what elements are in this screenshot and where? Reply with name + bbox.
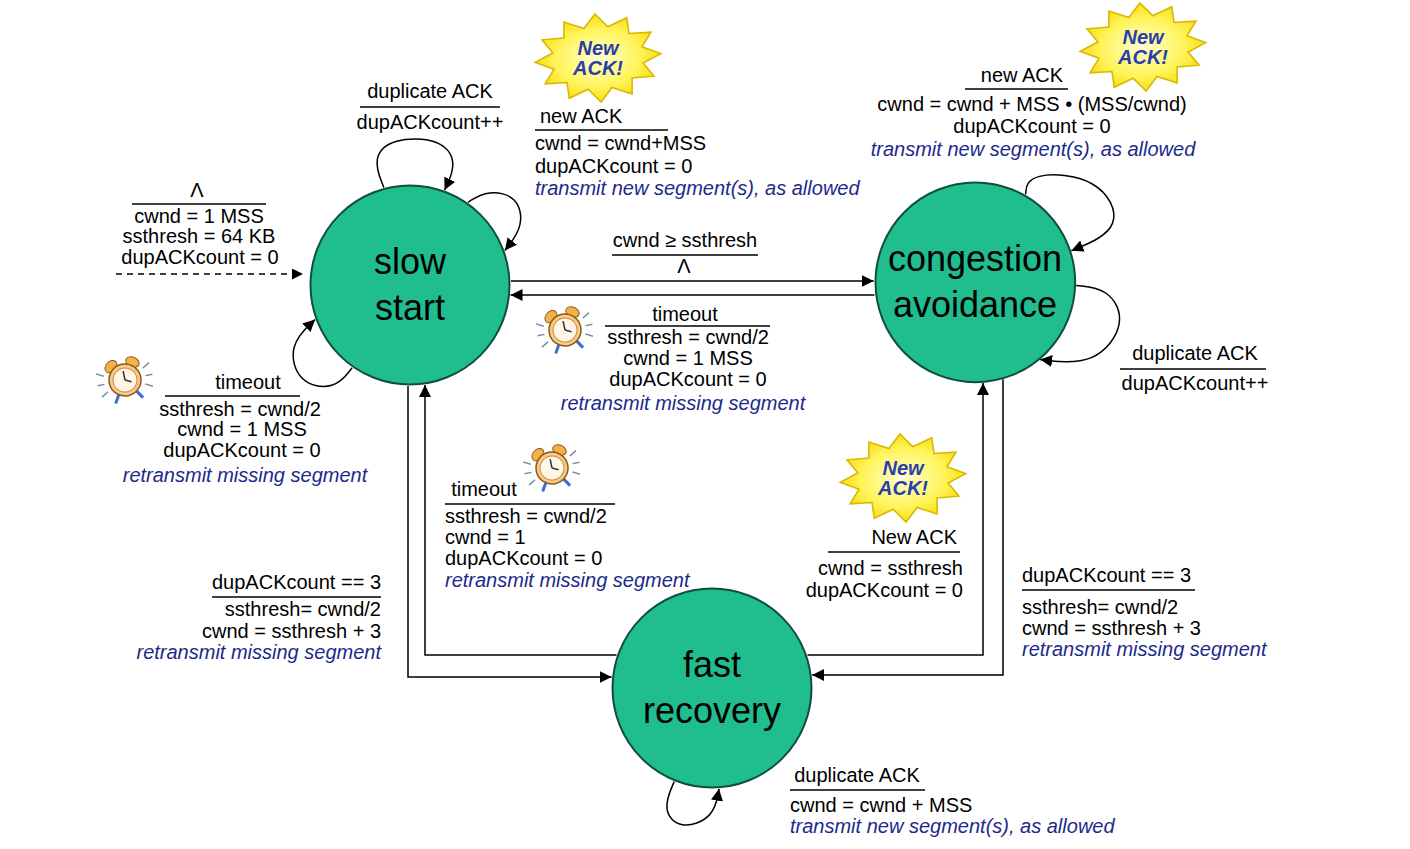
action-text: cwnd = cwnd + MSS — [790, 795, 972, 816]
action-note: retransmit missing segment — [136, 642, 381, 663]
transition-event: duplicate ACK — [367, 81, 493, 102]
starburst — [837, 430, 969, 527]
action-text: dupACKcount = 0 — [121, 247, 278, 268]
label-bars — [132, 89, 1266, 790]
circle-outline — [309, 184, 511, 386]
action-text: cwnd = ssthresh + 3 — [1022, 618, 1201, 639]
initial-arrow — [116, 273, 303, 274]
action-text: cwnd = 1 — [445, 527, 526, 548]
action-text: dupACKcount = 0 — [535, 156, 692, 177]
label-bar — [165, 395, 300, 396]
label-bar — [965, 88, 1068, 89]
transition-arrow — [807, 383, 983, 655]
circle-shape — [311, 186, 510, 385]
action-text: ssthresh = cwnd/2 — [607, 327, 769, 348]
label-bar — [132, 203, 266, 204]
state-name: congestion avoidance — [882, 236, 1068, 328]
action-text: cwnd = 1 MSS — [623, 348, 753, 369]
starburst-text: New ACK! — [570, 38, 626, 78]
circle-shape — [613, 589, 812, 788]
action-note: transmit new segment(s), as allowed — [535, 178, 860, 199]
connectors — [293, 139, 1119, 825]
label-bar — [790, 789, 925, 790]
transition-event: dupACKcount == 3 — [212, 572, 381, 593]
label-bar — [535, 129, 668, 130]
state-circle: congestion avoidance — [874, 181, 1077, 384]
label-bar — [828, 551, 960, 552]
transition-arrow — [511, 280, 874, 282]
transition-event: New ACK — [871, 527, 957, 548]
transition-event: new ACK — [540, 106, 622, 127]
action-text: cwnd = ssthresh — [818, 558, 963, 579]
alarm-clock — [520, 439, 584, 495]
action-text: dupACKcount = 0 — [806, 580, 963, 601]
action-text: cwnd = ssthresh + 3 — [202, 621, 381, 642]
action-text: ssthresh = cwnd/2 — [445, 506, 607, 527]
action-text: cwnd = 1 MSS — [134, 206, 264, 227]
action-note: retransmit missing segment — [445, 570, 690, 591]
action-text: Λ — [677, 256, 690, 277]
circle-shape — [875, 182, 1075, 382]
action-text: dupACKcount++ — [1122, 373, 1269, 394]
label-bar — [212, 596, 381, 597]
action-text: ssthresh = cwnd/2 — [159, 399, 321, 420]
action-text: dupACKcount = 0 — [953, 116, 1110, 137]
state-name: slow start — [345, 239, 475, 331]
action-text: ssthresh = 64 KB — [123, 226, 276, 247]
label-bar — [360, 106, 500, 107]
action-text: dupACKcount = 0 — [609, 369, 766, 390]
alarm-clock — [93, 351, 157, 407]
circle-outline — [874, 181, 1077, 384]
transition-event: cwnd ≥ ssthresh — [613, 230, 757, 251]
starburst-text: New ACK! — [1115, 27, 1171, 67]
action-text: cwnd = cwnd + MSS • (MSS/cwnd) — [877, 94, 1186, 115]
transition-event: duplicate ACK — [794, 765, 920, 786]
circle-outline — [611, 587, 813, 789]
transition-event: timeout — [215, 372, 281, 393]
transition-event: duplicate ACK — [1132, 343, 1258, 364]
action-text: ssthresh= cwnd/2 — [225, 599, 381, 620]
starburst — [1077, 0, 1209, 95]
transition-arrow — [377, 139, 453, 190]
action-text: cwnd = cwnd+MSS — [535, 133, 706, 154]
action-note: transmit new segment(s), as allowed — [871, 139, 1196, 160]
action-note: transmit new segment(s), as allowed — [790, 816, 1115, 837]
state-name: fast recovery — [617, 642, 807, 734]
transition-event: timeout — [652, 304, 718, 325]
transition-arrow — [425, 385, 617, 655]
action-note: retransmit missing segment — [561, 393, 806, 414]
transition-arrow — [511, 294, 875, 296]
state-circle: fast recovery — [611, 587, 813, 789]
transition-event: new ACK — [981, 65, 1063, 86]
label-bar — [445, 503, 615, 504]
starburst — [532, 10, 664, 107]
starburst-text: New ACK! — [875, 458, 931, 498]
transition-arrow — [812, 379, 1003, 675]
transition-event: dupACKcount == 3 — [1022, 565, 1191, 586]
state-text-box: slow start — [345, 239, 475, 331]
state-text-box: fast recovery — [617, 642, 807, 734]
transition-arrow — [408, 386, 612, 677]
action-note: retransmit missing segment — [1022, 639, 1267, 660]
alarm-clock — [533, 301, 597, 357]
state-circle: slow start — [309, 184, 511, 386]
label-bar — [1022, 589, 1195, 590]
state-text-box: congestion avoidance — [882, 236, 1068, 328]
action-note: retransmit missing segment — [123, 465, 368, 486]
action-text: Λ — [190, 180, 203, 201]
transition-event: timeout — [451, 479, 517, 500]
action-text: dupACKcount++ — [357, 112, 504, 133]
action-text: ssthresh= cwnd/2 — [1022, 597, 1178, 618]
action-text: dupACKcount = 0 — [445, 548, 602, 569]
label-bar — [1120, 368, 1266, 369]
action-text: dupACKcount = 0 — [163, 440, 320, 461]
action-text: cwnd = 1 MSS — [177, 419, 307, 440]
